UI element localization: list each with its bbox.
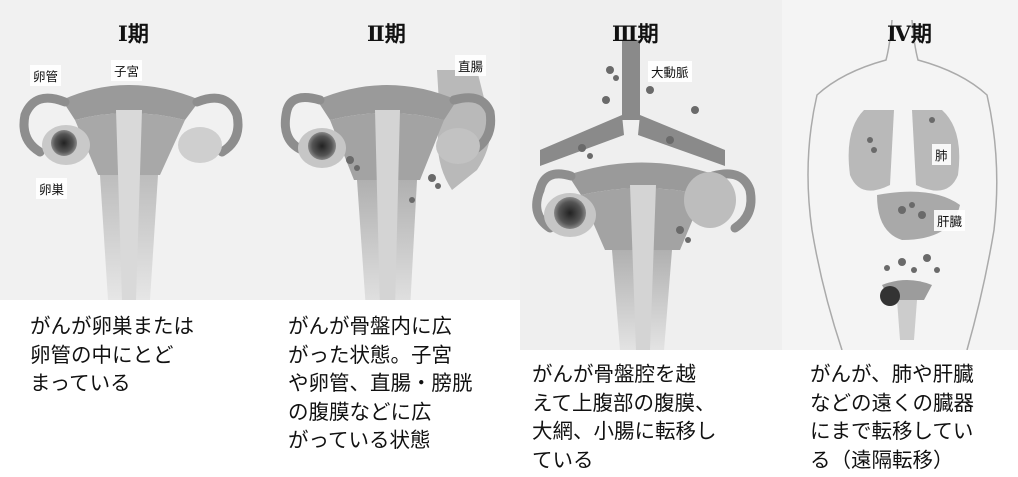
stage-2-caption: がんが骨盤内に広 がった状態。子宮 や卵管、直腸・膀胱 の腹膜などに広 がってい… (288, 312, 518, 455)
aorta-label: 大動脈 (648, 61, 692, 82)
tumor-marker (51, 130, 77, 156)
stage-4-caption: がんが、肺や肝臓 などの遠くの臓器 にまで転移してい る（遠隔転移） (810, 360, 1015, 474)
stage-3-panel: Ⅲ期 大動脈 がんが骨盤腔を越 えて上腹部の腹膜、 大網、小腸に転移し ている (520, 0, 782, 477)
stage-4-title: Ⅳ期 (887, 18, 932, 48)
stage-4-panel: Ⅳ期 肺 肝臓 がんが、肺や肝臓 などの遠くの臓器 にまで転移してい る（遠隔転… (782, 0, 1018, 477)
stage-4-illustration (782, 0, 1018, 350)
stage-1-panel: Ⅰ期 卵管 子宮 卵巣 がんが卵巣または 卵管の中にとど まっている (0, 0, 262, 477)
stage-3-title: Ⅲ期 (612, 18, 659, 48)
oviduct-label: 卵管 (30, 65, 61, 86)
right-ovary (178, 127, 222, 163)
stage-3-caption: がんが骨盤腔を越 えて上腹部の腹膜、 大網、小腸に転移し ている (532, 360, 777, 474)
stage-1-caption: がんが卵巣または 卵管の中にとど まっている (30, 312, 260, 398)
lung-label: 肺 (932, 144, 951, 165)
liver-label: 肝臓 (934, 210, 965, 231)
stage-2-panel: Ⅱ期 直腸 がんが骨盤内に広 がった状態。子宮 や卵管、直腸・膀胱 の腹膜などに… (262, 0, 520, 477)
tumor-marker (308, 132, 336, 160)
ovary-label: 卵巣 (36, 178, 67, 199)
stage-3-illustration (520, 0, 782, 350)
tumor-marker (554, 197, 586, 229)
tumor-marker (880, 286, 900, 306)
stage-2-title: Ⅱ期 (367, 18, 406, 48)
rectum-label: 直腸 (455, 55, 486, 76)
stage-1-title: Ⅰ期 (118, 18, 149, 48)
uterus-label: 子宮 (111, 60, 142, 81)
